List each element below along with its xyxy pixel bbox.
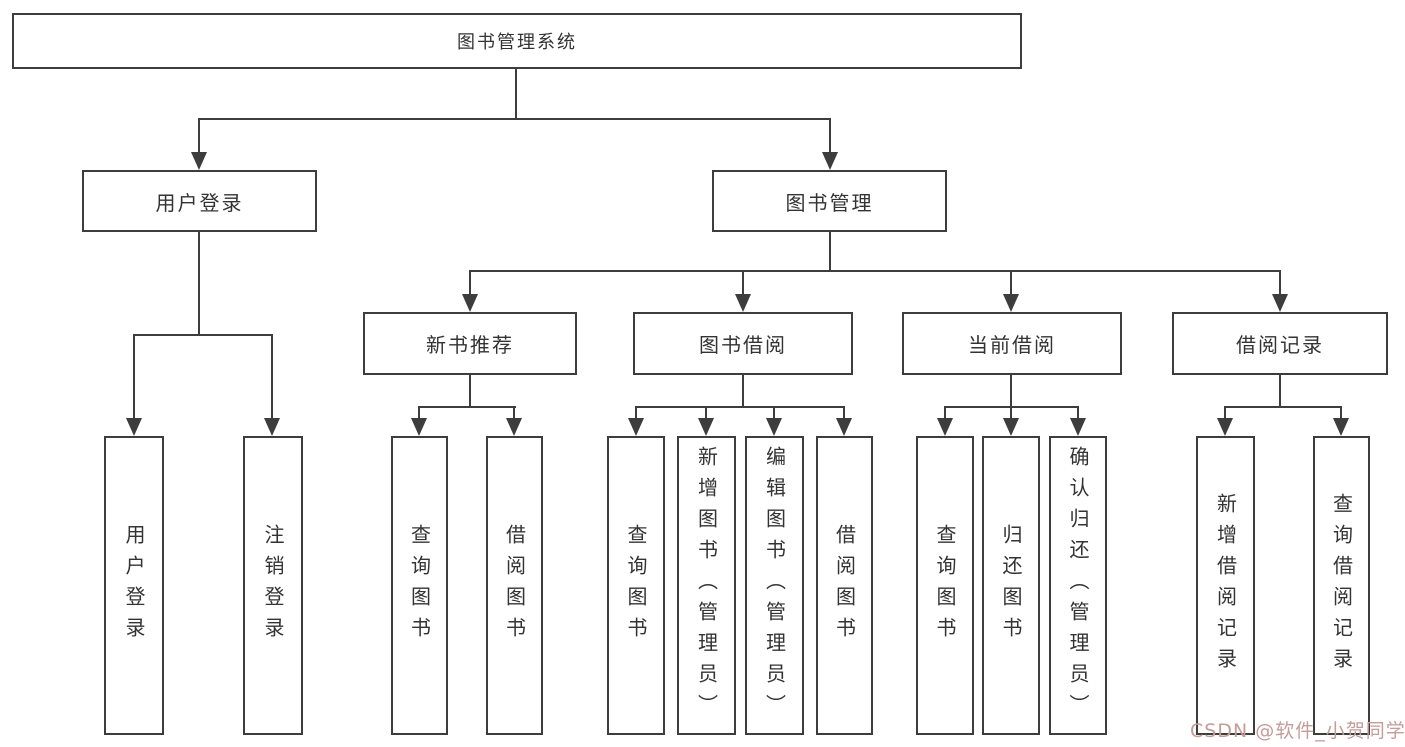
node-current-borrow: 当前借阅 [902, 312, 1122, 375]
arrowhead-nb-borrow [506, 418, 522, 436]
connector-new-book-rail [418, 406, 516, 408]
arrowhead-bb-edit [766, 418, 782, 436]
connector-drop-bb-borrow [843, 408, 845, 418]
connector-drop-br-query [1340, 408, 1342, 418]
leaf-current-query: 查询图书 [916, 436, 974, 735]
connector-book-borrow-rail [635, 406, 845, 408]
leaf-borrow-add-label: 新增图书（管理员） [694, 446, 719, 725]
connector-drop-book-mgmt [829, 120, 831, 152]
leaf-record-add: 新增借阅记录 [1196, 436, 1255, 735]
leaf-borrow-edit-label: 编辑图书（管理员） [762, 446, 787, 725]
connector-drop-user-login [198, 120, 200, 152]
connector-user-login-stem [198, 232, 200, 335]
connector-drop-new-book [469, 272, 471, 294]
node-book-management-label: 图书管理 [785, 190, 874, 215]
arrowhead-book-mgmt [822, 152, 838, 170]
arrowhead-new-book [462, 294, 478, 312]
leaf-record-query: 查询借阅记录 [1313, 436, 1370, 735]
arrowhead-cb-query [937, 418, 953, 436]
connector-level3-rail [469, 270, 1281, 272]
node-library-system-label: 图书管理系统 [457, 32, 577, 53]
arrowhead-br-query [1333, 418, 1349, 436]
connector-book-borrow-stem [742, 375, 744, 408]
node-borrow-record-label: 借阅记录 [1236, 333, 1324, 357]
arrowhead-current-borrow [1003, 294, 1019, 312]
connector-drop-cb-confirm [1077, 408, 1079, 418]
arrowhead-borrow-record [1272, 294, 1288, 312]
connector-drop-current-borrow [1010, 272, 1012, 294]
connector-drop-nb-borrow [513, 408, 515, 418]
leaf-borrow-edit: 编辑图书（管理员） [745, 436, 804, 735]
connector-borrow-record-rail [1224, 406, 1342, 408]
leaf-current-return: 归还图书 [982, 436, 1040, 735]
leaf-user-login: 用户登录 [104, 436, 164, 735]
connector-drop-borrow-record [1279, 272, 1281, 294]
arrowhead-leaf-login [126, 418, 142, 436]
arrowhead-leaf-logout [264, 418, 280, 436]
connector-book-mgmt-stem [829, 232, 831, 272]
leaf-record-query-label: 查询借阅记录 [1329, 492, 1354, 679]
node-borrow-record: 借阅记录 [1172, 312, 1388, 375]
node-book-borrow: 图书借阅 [633, 312, 853, 375]
connector-drop-br-add [1224, 408, 1226, 418]
connector-drop-book-borrow [742, 272, 744, 294]
arrowhead-cb-return [1003, 418, 1019, 436]
leaf-borrow-borrow-label: 借阅图书 [832, 523, 857, 648]
node-user-login: 用户登录 [82, 170, 317, 232]
leaf-user-login-label: 用户登录 [122, 523, 146, 648]
connector-drop-cb-query [944, 408, 946, 418]
leaf-borrow-query: 查询图书 [607, 436, 665, 735]
leaf-current-confirm-label: 确认归还（管理员） [1066, 446, 1090, 725]
connector-new-book-stem [469, 375, 471, 408]
connector-root-stem [515, 69, 517, 119]
leaf-current-query-label: 查询图书 [933, 523, 957, 648]
leaf-logout-label: 注销登录 [261, 523, 285, 648]
leaf-borrow-query-label: 查询图书 [624, 523, 648, 648]
arrowhead-user-login [191, 152, 207, 170]
node-new-book-recommend: 新书推荐 [363, 312, 577, 375]
connector-drop-bb-edit [773, 408, 775, 418]
arrowhead-nb-query [411, 418, 427, 436]
watermark: CSDN @软件_小贺同学 [1190, 720, 1405, 742]
connector-drop-bb-add [705, 408, 707, 418]
node-book-borrow-label: 图书借阅 [699, 333, 787, 357]
connector-drop-leaf-logout [271, 336, 273, 418]
leaf-newbook-query: 查询图书 [391, 436, 448, 735]
node-new-book-recommend-label: 新书推荐 [426, 333, 514, 357]
leaf-borrow-borrow: 借阅图书 [816, 436, 873, 735]
leaf-current-confirm: 确认归还（管理员） [1049, 436, 1107, 735]
connector-level2-rail [198, 118, 831, 120]
leaf-newbook-query-label: 查询图书 [407, 523, 432, 648]
arrowhead-bb-add [698, 418, 714, 436]
connector-drop-leaf-login [133, 336, 135, 418]
connector-drop-bb-query [635, 408, 637, 418]
connector-drop-cb-return [1010, 408, 1012, 418]
arrowhead-br-add [1217, 418, 1233, 436]
connector-current-borrow-rail [944, 406, 1079, 408]
leaf-current-return-label: 归还图书 [999, 523, 1023, 648]
leaf-record-add-label: 新增借阅记录 [1213, 492, 1238, 679]
leaf-newbook-borrow-label: 借阅图书 [502, 523, 527, 648]
connector-user-login-rail [133, 334, 273, 336]
node-current-borrow-label: 当前借阅 [968, 333, 1056, 357]
node-user-login-label: 用户登录 [155, 190, 244, 215]
node-book-management: 图书管理 [712, 170, 947, 232]
connector-current-borrow-stem [1010, 375, 1012, 408]
arrowhead-bb-query [628, 418, 644, 436]
leaf-borrow-add: 新增图书（管理员） [677, 436, 736, 735]
arrowhead-cb-confirm [1070, 418, 1086, 436]
leaf-newbook-borrow: 借阅图书 [486, 436, 543, 735]
leaf-logout: 注销登录 [243, 436, 303, 735]
node-library-system: 图书管理系统 [12, 13, 1022, 69]
arrowhead-book-borrow [735, 294, 751, 312]
connector-drop-nb-query [418, 408, 420, 418]
arrowhead-bb-borrow [836, 418, 852, 436]
connector-borrow-record-stem [1279, 375, 1281, 408]
